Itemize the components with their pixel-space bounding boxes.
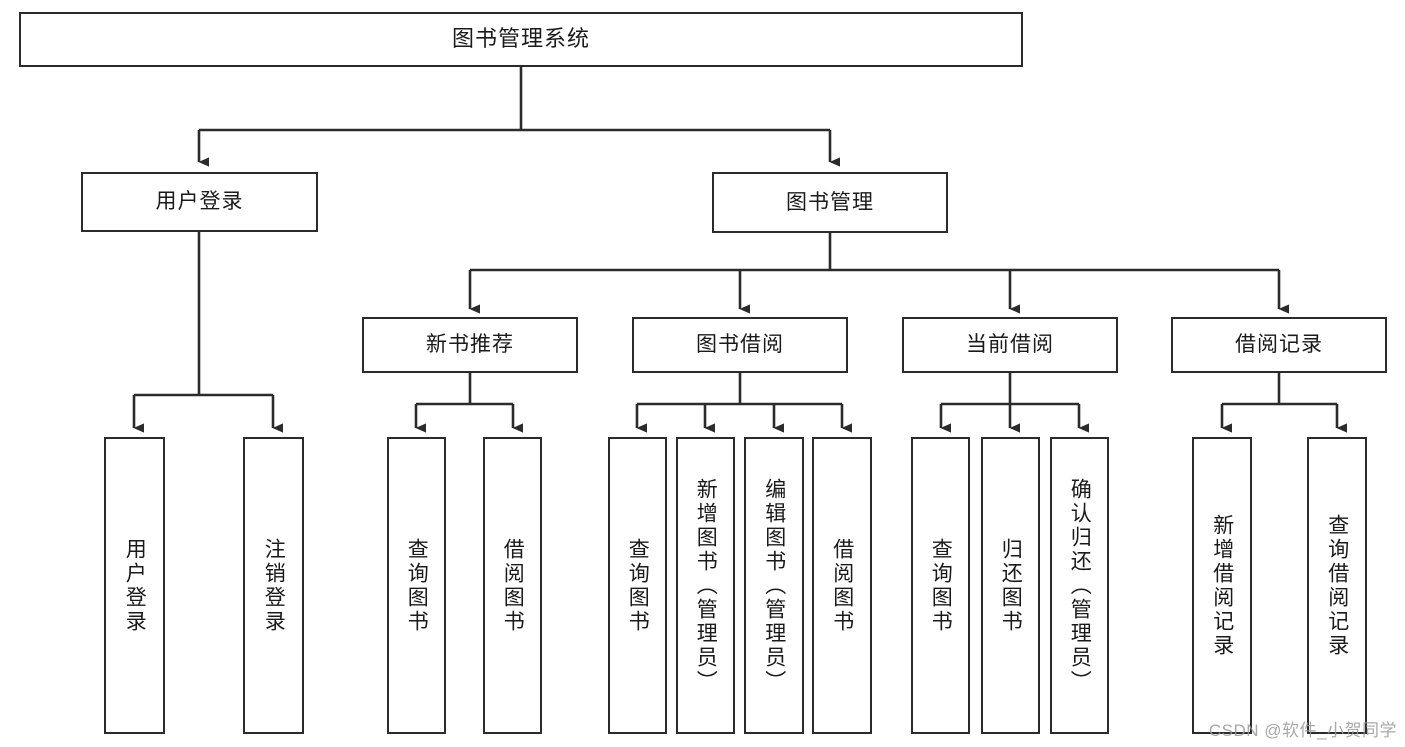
node-leaf-edit-book-label: 编辑图书（管理员） — [762, 477, 786, 694]
node-leaf-query-record-label: 查询借阅记录 — [1325, 513, 1349, 658]
node-leaf-query-book-1-label: 查询图书 — [405, 537, 429, 634]
node-user-login[interactable]: 用户登录 — [81, 172, 318, 232]
node-book-borrow[interactable]: 图书借阅 — [632, 317, 848, 373]
node-leaf-borrow-book-2[interactable]: 借阅图书 — [812, 437, 872, 734]
node-leaf-borrow-book-2-label: 借阅图书 — [830, 537, 854, 634]
node-root-system-label: 图书管理系统 — [451, 26, 590, 52]
node-leaf-confirm-return[interactable]: 确认归还（管理员） — [1050, 437, 1109, 734]
node-leaf-logout[interactable]: 注销登录 — [243, 437, 304, 734]
node-root-system[interactable]: 图书管理系统 — [19, 12, 1023, 67]
node-leaf-query-record[interactable]: 查询借阅记录 — [1307, 437, 1367, 734]
node-leaf-user-login[interactable]: 用户登录 — [104, 437, 165, 734]
node-leaf-query-book-2[interactable]: 查询图书 — [608, 437, 667, 734]
csdn-watermark: CSDN @软件_小贺同学 — [1208, 721, 1397, 740]
node-leaf-borrow-book-1-label: 借阅图书 — [501, 537, 525, 634]
node-current-borrow-label: 当前借阅 — [966, 333, 1054, 357]
node-leaf-query-book-1[interactable]: 查询图书 — [387, 437, 446, 734]
node-leaf-add-record[interactable]: 新增借阅记录 — [1192, 437, 1252, 734]
node-leaf-add-book-label: 新增图书（管理员） — [694, 477, 718, 694]
node-leaf-query-book-3-label: 查询图书 — [929, 537, 953, 634]
node-leaf-logout-label: 注销登录 — [262, 537, 286, 634]
node-new-book-recommend[interactable]: 新书推荐 — [362, 317, 578, 373]
node-leaf-add-record-label: 新增借阅记录 — [1210, 513, 1234, 658]
node-book-management-label: 图书管理 — [786, 190, 874, 214]
node-leaf-add-book[interactable]: 新增图书（管理员） — [676, 437, 735, 734]
node-leaf-query-book-2-label: 查询图书 — [626, 537, 650, 634]
node-current-borrow[interactable]: 当前借阅 — [902, 317, 1118, 373]
node-leaf-user-login-label: 用户登录 — [123, 537, 147, 634]
node-book-management[interactable]: 图书管理 — [712, 172, 948, 233]
node-book-borrow-label: 图书借阅 — [696, 333, 784, 357]
node-user-login-label: 用户登录 — [155, 190, 244, 214]
node-new-book-recommend-label: 新书推荐 — [426, 333, 514, 357]
node-leaf-edit-book[interactable]: 编辑图书（管理员） — [744, 437, 804, 734]
node-leaf-borrow-book-1[interactable]: 借阅图书 — [483, 437, 542, 734]
node-leaf-return-book-label: 归还图书 — [999, 537, 1023, 634]
node-leaf-return-book[interactable]: 归还图书 — [981, 437, 1040, 734]
node-leaf-query-book-3[interactable]: 查询图书 — [911, 437, 970, 734]
node-leaf-confirm-return-label: 确认归还（管理员） — [1068, 477, 1092, 694]
node-borrow-record-label: 借阅记录 — [1235, 333, 1323, 357]
node-borrow-record[interactable]: 借阅记录 — [1171, 317, 1387, 373]
